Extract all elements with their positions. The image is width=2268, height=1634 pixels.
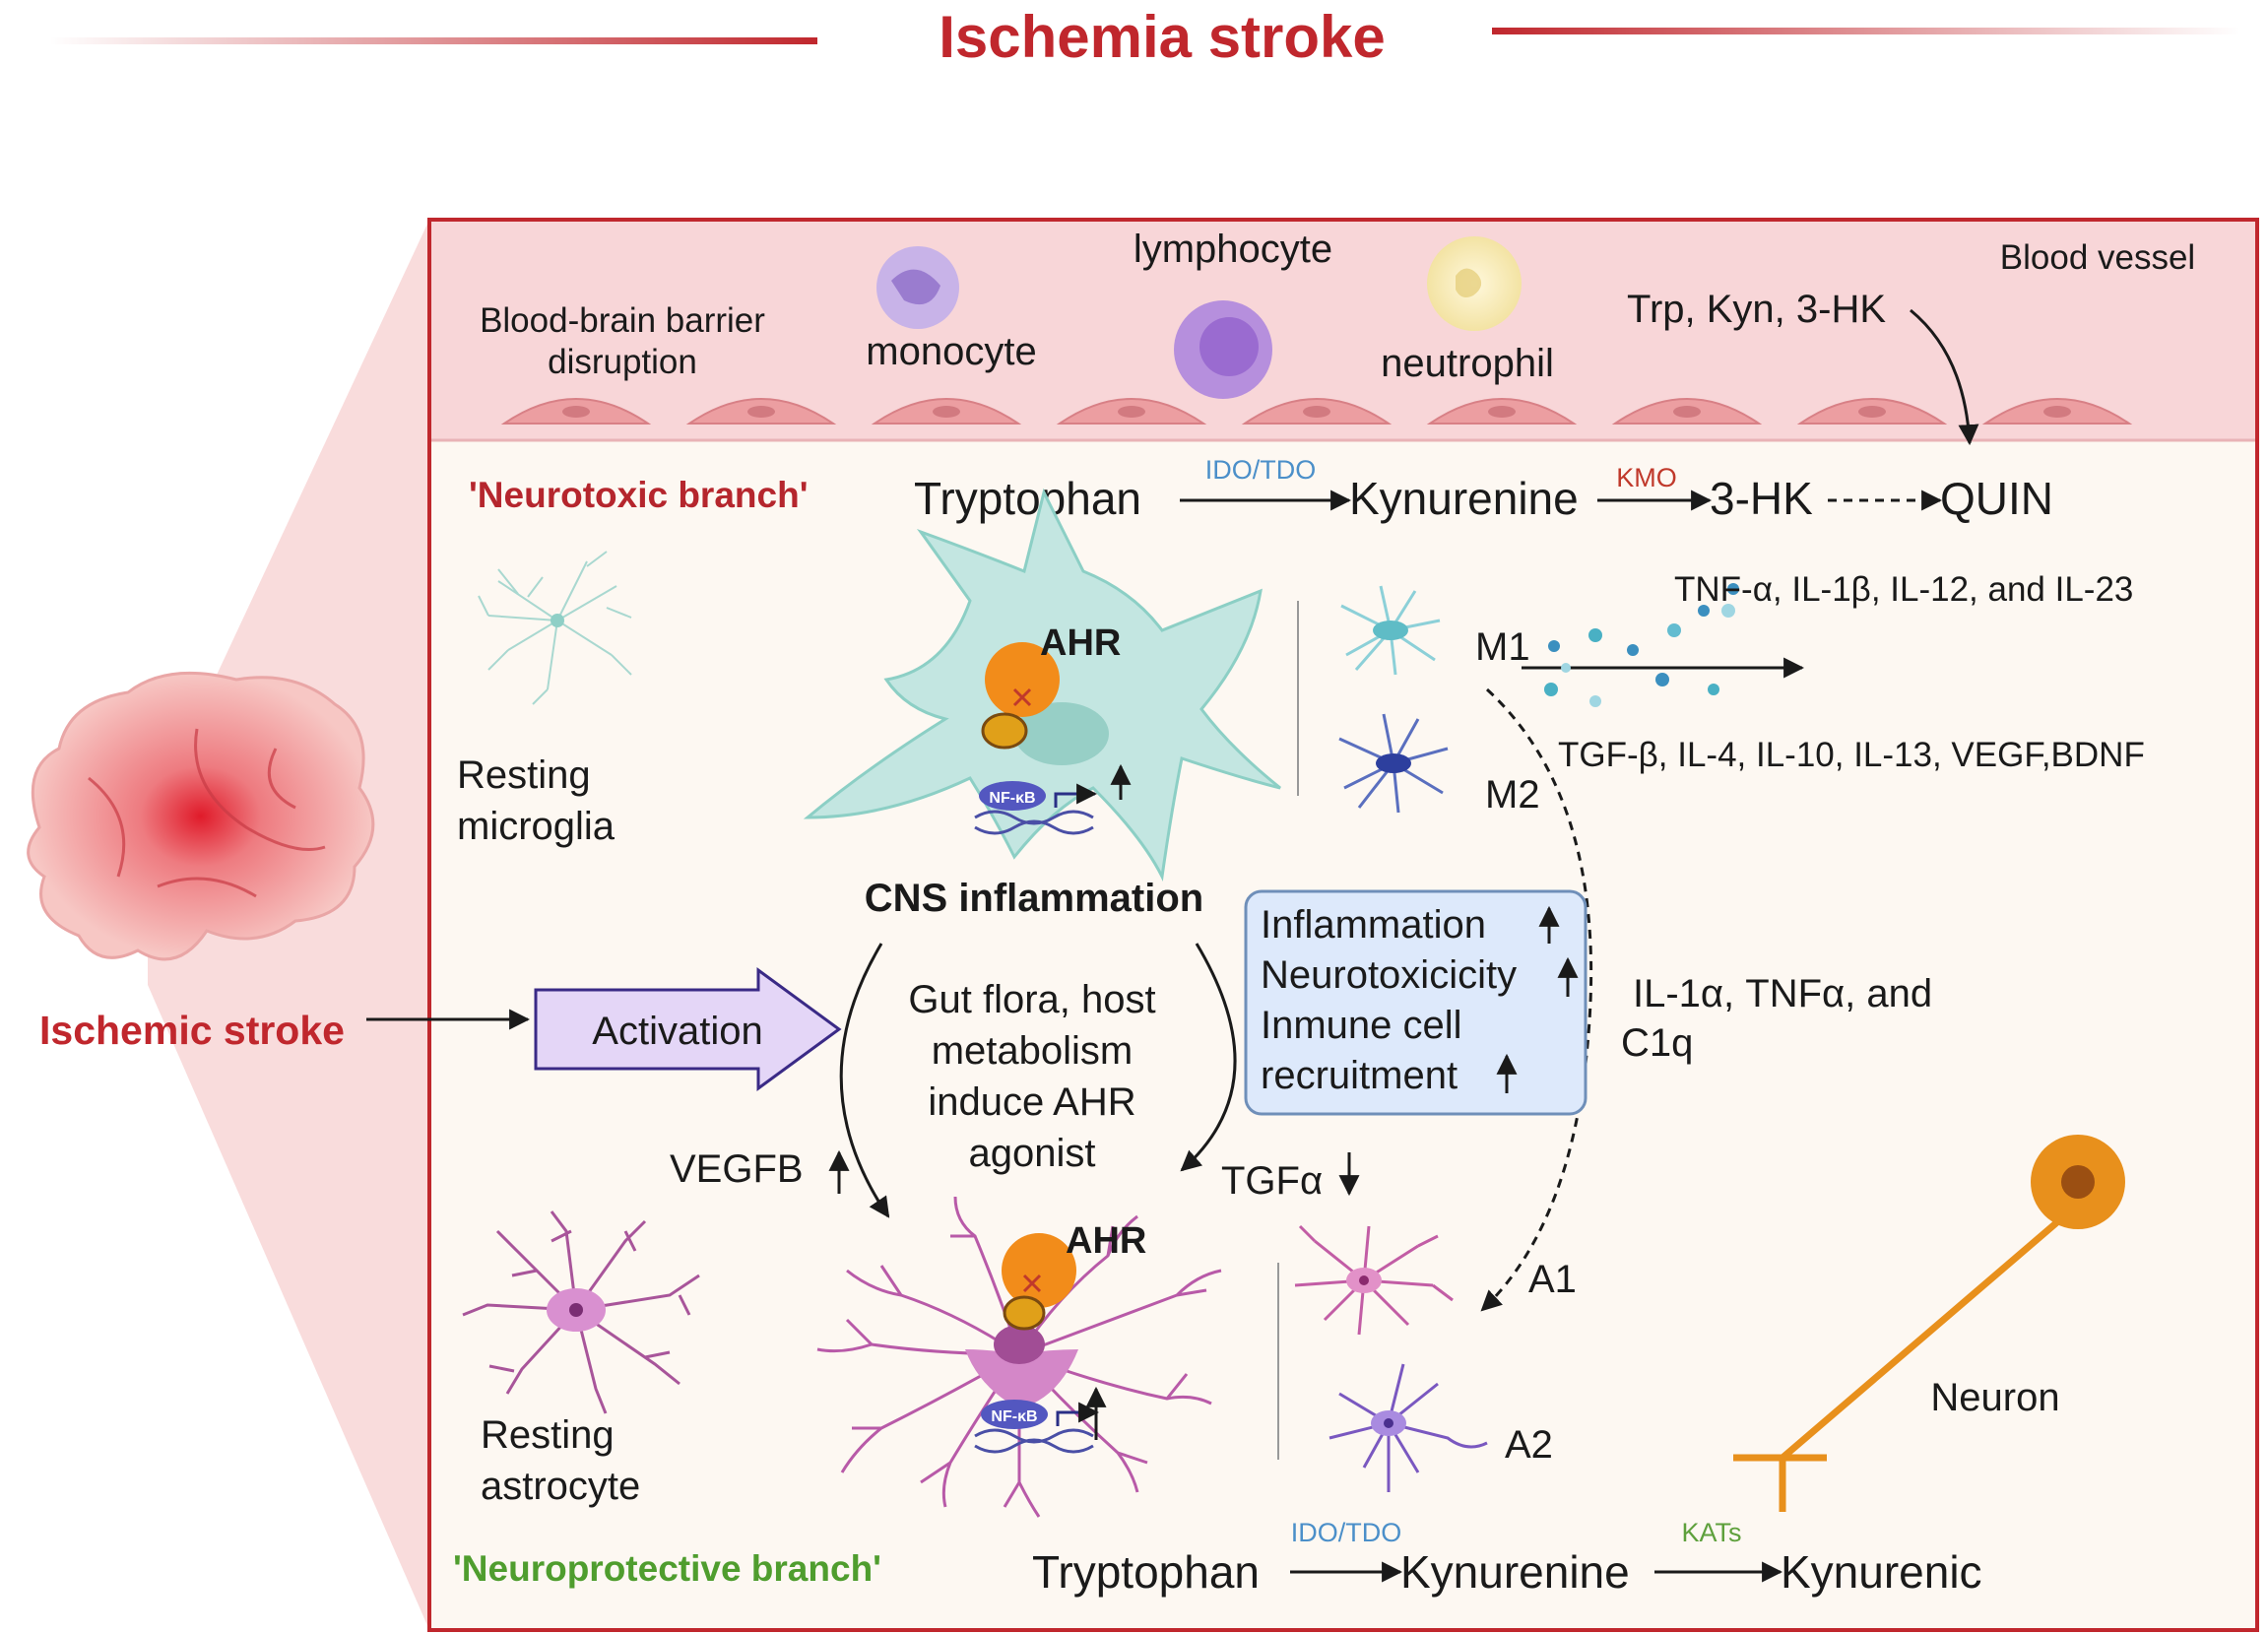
astrocyte-nfkb-complex: NF-κB	[974, 1400, 1100, 1454]
cns-inflammation-label: CNS inflammation	[865, 877, 1203, 920]
brain-image	[27, 671, 375, 961]
neurotoxic-kynurenine: Kynurenine	[1349, 473, 1579, 524]
endothelial-cell	[685, 398, 837, 425]
endothelial-cell	[871, 398, 1022, 425]
gut-flora-line2: metabolism	[932, 1029, 1134, 1073]
neurotoxic-quin: QUIN	[1940, 473, 2053, 524]
microglia-to-astrocyte-arrow-left	[839, 943, 890, 1218]
activated-astrocyte-cell	[816, 1196, 1222, 1518]
metabolite-influx-arrow	[1910, 308, 1979, 446]
neuroprotective-kats: KATs	[1681, 1518, 1741, 1547]
a1-astrocyte-cell	[1294, 1224, 1454, 1336]
m2-microglia-cell	[1338, 713, 1449, 814]
monocyte-label: monocyte	[866, 330, 1036, 373]
bbb-label-line1: Blood-brain barrier	[480, 301, 765, 340]
endothelial-cell	[500, 398, 652, 425]
microglia-nfkb-complex: NF-κB	[974, 781, 1098, 835]
resting-microglia-cell	[478, 551, 632, 705]
page-title: Ischemia stroke	[939, 4, 1386, 70]
resting-microglia-line2: microglia	[457, 805, 616, 848]
neuroprotective-kynurenic: Kynurenic	[1781, 1546, 1982, 1598]
a1-label: A1	[1528, 1258, 1577, 1301]
neutrophil-label: neutrophil	[1381, 342, 1554, 385]
endothelial-cell	[1056, 398, 1207, 425]
gut-flora-line3: induce AHR	[928, 1080, 1135, 1124]
blood-vessel-label: Blood vessel	[2000, 238, 2195, 277]
astrocyte-nfkb-label: NF-κB	[991, 1408, 1037, 1425]
neuroprotective-ido-tdo: IDO/TDO	[1291, 1518, 1402, 1547]
lymphocyte-label: lymphocyte	[1134, 228, 1332, 271]
resting-astrocyte-cell	[462, 1210, 700, 1414]
endothelial-cell	[1426, 398, 1578, 425]
a1-signals-line1: IL-1α, TNFα, and	[1633, 972, 1932, 1015]
title-group: Ischemia stroke	[49, 4, 2240, 70]
ischemic-stroke-label: Ischemic stroke	[39, 1008, 345, 1053]
metabolites-label: Trp, Kyn, 3-HK	[1627, 288, 1886, 331]
gut-flora-line4: agonist	[969, 1132, 1096, 1175]
m2-label: M2	[1485, 773, 1540, 817]
neuroprotective-kynurenine: Kynurenine	[1400, 1546, 1630, 1598]
m1-label: M1	[1475, 625, 1530, 669]
resting-astrocyte-line2: astrocyte	[481, 1465, 640, 1508]
neurotoxic-branch-label: 'Neurotoxic branch'	[469, 475, 809, 515]
effects-inflammation: Inflammation	[1261, 903, 1486, 947]
activation-label: Activation	[592, 1010, 762, 1053]
m2-cytokines-label: TGF-β, IL-4, IL-10, IL-13, VEGF,BDNF	[1558, 736, 2145, 774]
neurotoxic-ido-tdo: IDO/TDO	[1205, 455, 1317, 485]
bbb-label-line2: disruption	[548, 343, 697, 381]
lymphocyte-cell	[1174, 300, 1272, 399]
title-line-right	[1492, 28, 2240, 34]
effects-recruitment: recruitment	[1261, 1054, 1458, 1097]
effects-immune-cell: Inmune cell	[1261, 1004, 1462, 1047]
neurotoxic-kmo: KMO	[1616, 463, 1677, 492]
effects-neurotoxicity: Neurotoxicicity	[1261, 953, 1517, 997]
activation-arrow-shape	[534, 967, 842, 1091]
endothelial-cell	[1611, 398, 1763, 425]
resting-microglia-line1: Resting	[457, 753, 591, 797]
a2-astrocyte-cell	[1328, 1363, 1488, 1492]
m1-microglia-cell	[1340, 585, 1441, 676]
neuroprotective-tryptophan: Tryptophan	[1032, 1546, 1260, 1598]
astrocyte-ahr-receptor	[1002, 1233, 1076, 1331]
endothelial-cell	[1241, 398, 1393, 425]
resting-astrocyte-line1: Resting	[481, 1413, 615, 1457]
microglia-to-astrocyte-arrow-right	[1180, 943, 1237, 1172]
neuroprotective-branch-label: 'Neuroprotective branch'	[453, 1548, 881, 1589]
endothelial-cell	[1796, 398, 1948, 425]
gut-flora-line1: Gut flora, host	[908, 978, 1155, 1021]
cytokine-release	[1522, 583, 1805, 707]
microglia-nfkb-label: NF-κB	[989, 790, 1035, 807]
tgfa-label: TGFα	[1221, 1159, 1323, 1203]
neutrophil-cell	[1427, 236, 1522, 331]
endothelial-cell	[1981, 398, 2133, 425]
microglia-ahr-receptor	[981, 642, 1060, 750]
astrocyte-ahr-label: AHR	[1066, 1220, 1146, 1262]
a2-label: A2	[1505, 1423, 1553, 1467]
neuron-cell	[1733, 1135, 2125, 1512]
m1-cytokines-label: TNF-α, IL-1β, IL-12, and IL-23	[1674, 570, 2133, 609]
monocyte-cell	[876, 246, 959, 329]
endothelial-cells	[500, 398, 2133, 425]
title-line-left	[49, 37, 817, 44]
neurotoxic-tryptophan: Tryptophan	[914, 473, 1141, 524]
microglia-ahr-label: AHR	[1040, 622, 1121, 664]
neuron-label: Neuron	[1930, 1376, 2059, 1419]
vegfb-label: VEGFB	[670, 1147, 804, 1191]
a1-signals-line2: C1q	[1621, 1021, 1693, 1065]
neurotoxic-3hk: 3-HK	[1710, 473, 1813, 524]
m1-to-a1-dashed-arrow	[1480, 687, 1593, 1312]
